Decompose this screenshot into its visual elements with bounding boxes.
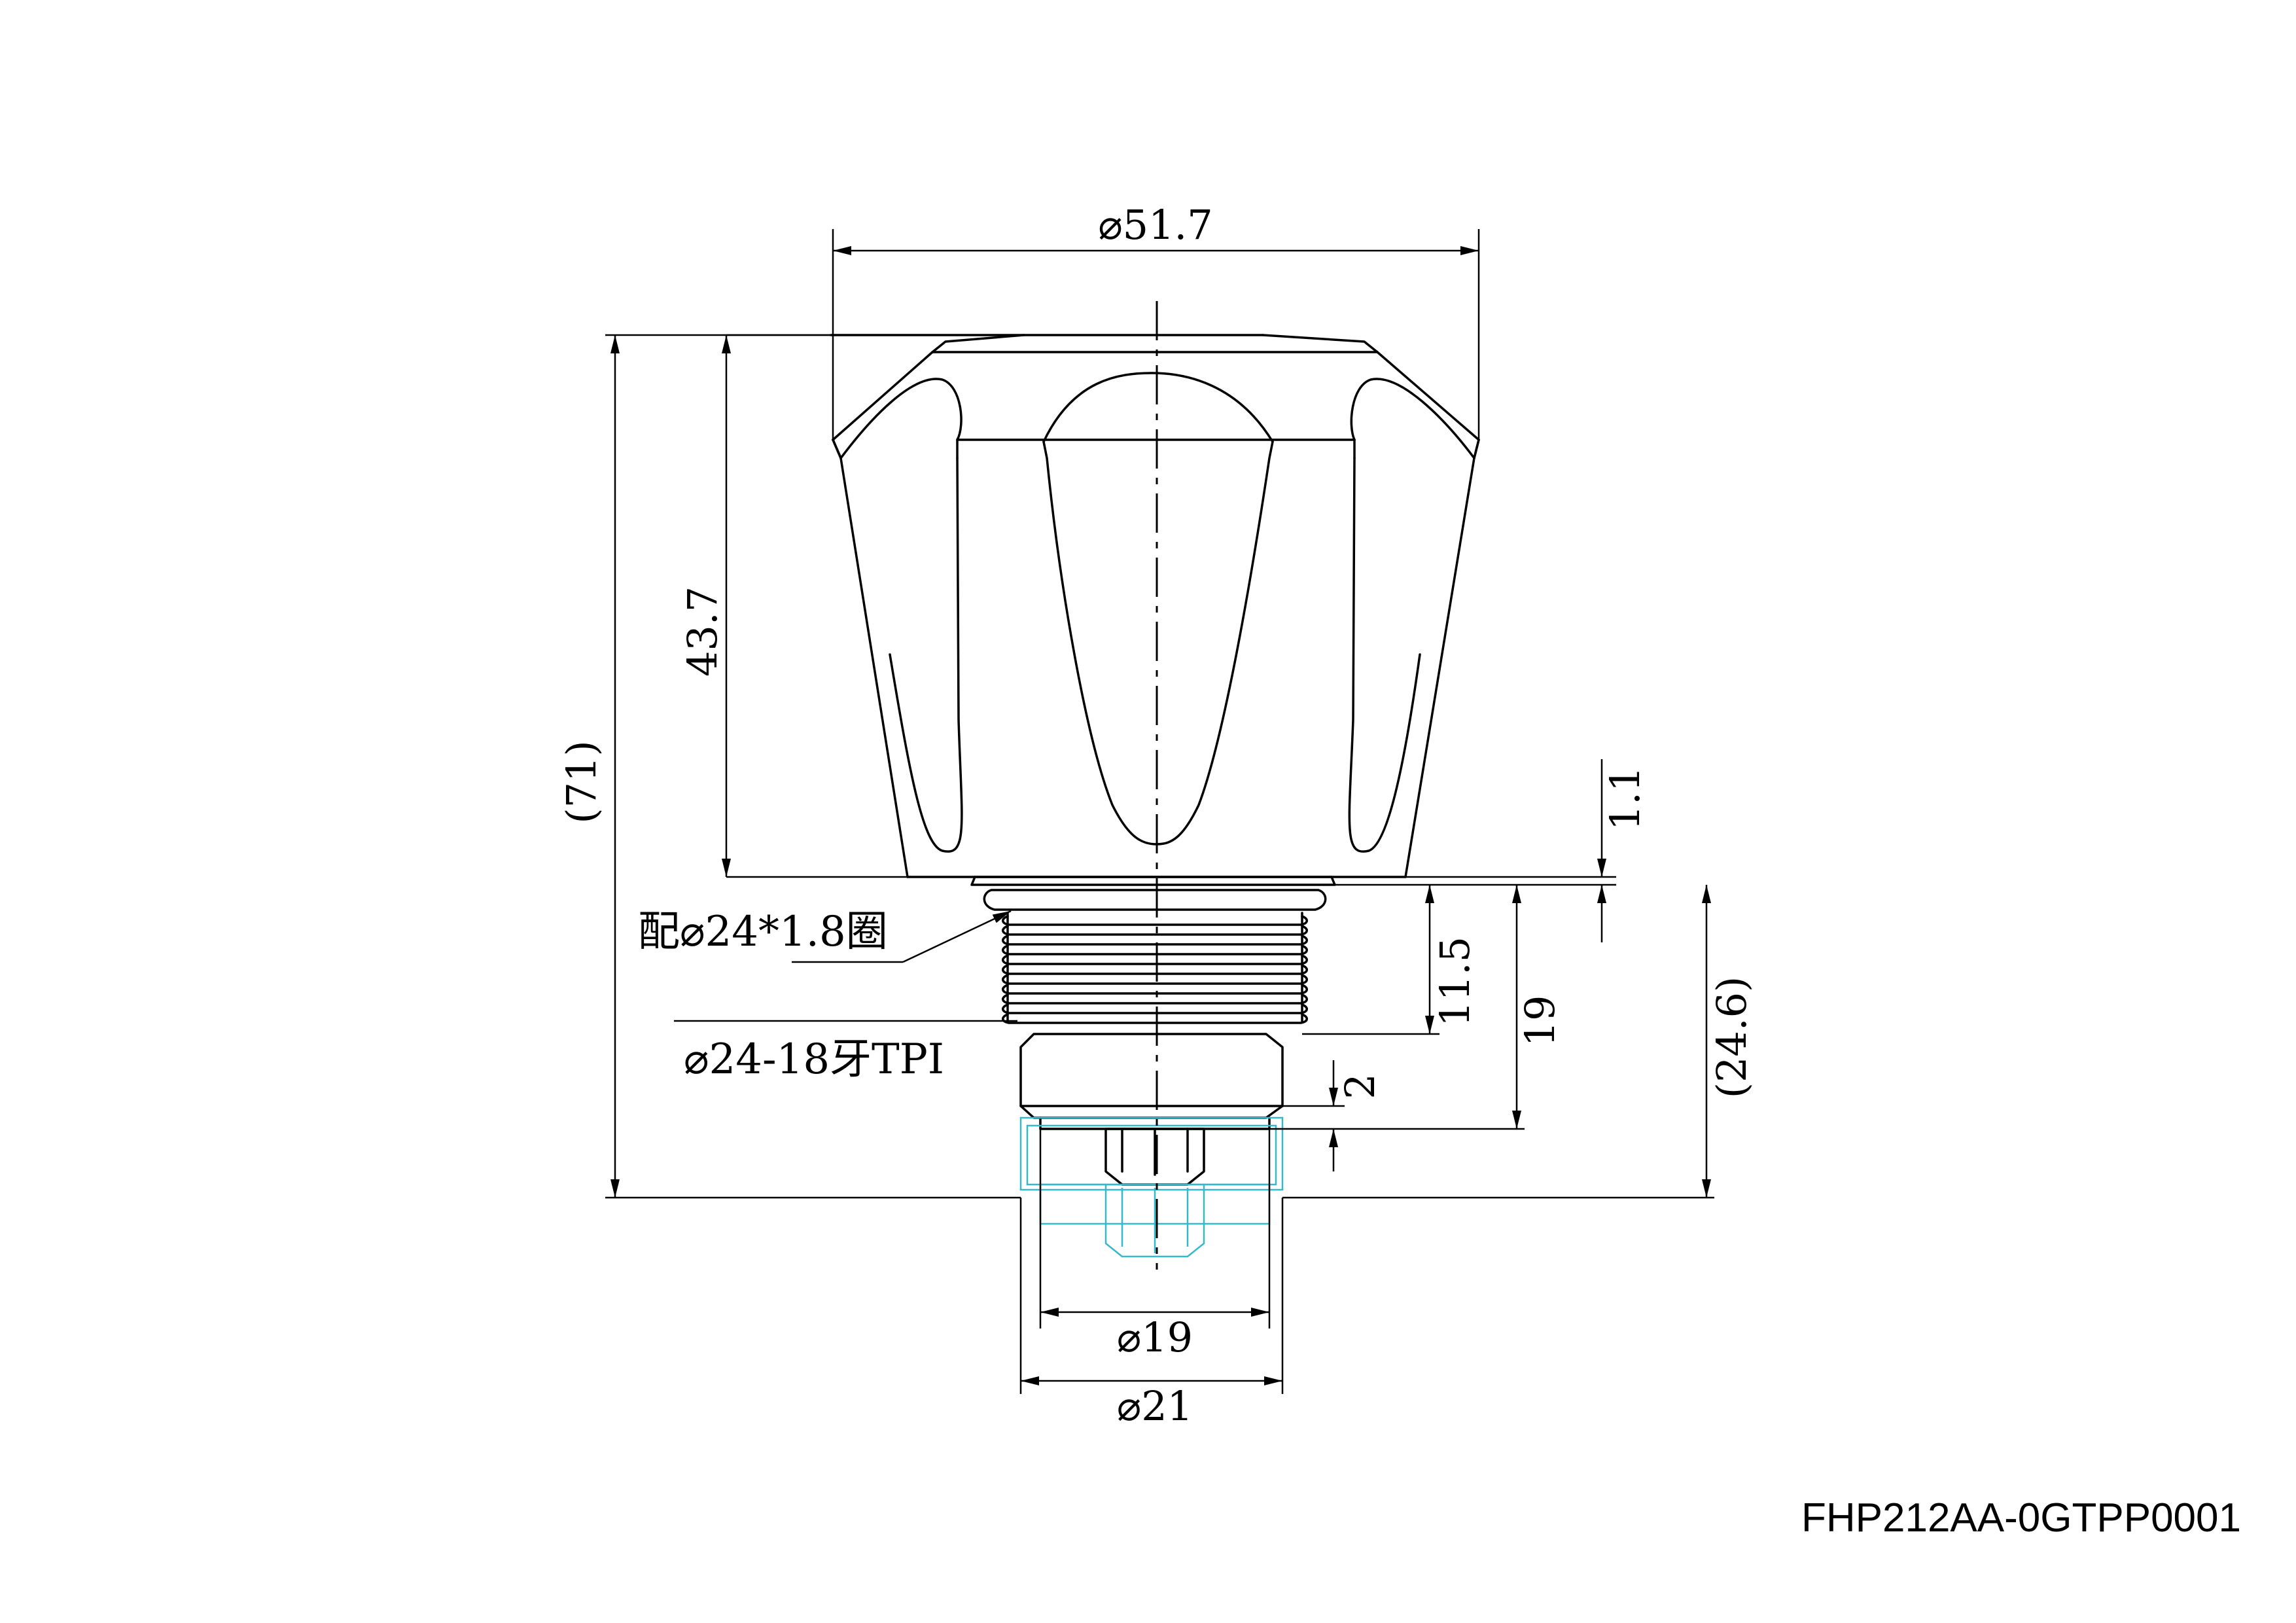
dimension-gap: 1.1	[1335, 759, 1649, 942]
thread-crest	[1002, 974, 1308, 985]
body-length-label: 19	[1516, 995, 1564, 1047]
inner-diameter-label: ⌀19	[1117, 1313, 1193, 1361]
thread-crest	[1002, 964, 1308, 975]
gap-label: 1.1	[1601, 766, 1649, 831]
dimension-inner-diameter: ⌀19	[1039, 1129, 1271, 1361]
thread-crest	[1002, 944, 1308, 955]
o-ring-note-text: 配⌀24*1.8圈	[638, 908, 888, 956]
dimension-hex-height: 2	[1282, 1060, 1384, 1171]
outer-diameter-label: ⌀21	[1117, 1382, 1193, 1430]
dimension-overall-height: (71)	[557, 334, 1021, 1199]
thread-crest	[1002, 925, 1308, 936]
hidden-parts	[1019, 1116, 1284, 1258]
dimension-body-length: 19	[1269, 885, 1564, 1130]
dimension-handle-height: 43.7	[679, 334, 908, 878]
o-ring-note: 配⌀24*1.8圈	[638, 908, 1012, 963]
thread-crest	[1002, 1003, 1308, 1014]
part-number: FHP212AA-0GTPP0001	[1801, 1495, 2241, 1541]
thread-length-label: 11.5	[1431, 936, 1479, 1027]
dimension-top-diameter: ⌀51.7	[832, 201, 1480, 440]
handle-height-label: 43.7	[679, 586, 726, 677]
dimension-outer-diameter: ⌀21	[1019, 1198, 1284, 1430]
top-diameter-label: ⌀51.7	[1098, 201, 1212, 249]
dimension-thread-length: 11.5	[1302, 885, 1479, 1035]
thread-note: ⌀24-18牙TPI	[674, 1020, 1017, 1084]
hex-height-label: 2	[1336, 1073, 1384, 1099]
thread-crest	[1002, 935, 1308, 946]
thread-body	[970, 876, 1336, 1186]
thread-crest	[1002, 915, 1308, 926]
thread-crest	[1002, 993, 1308, 1005]
thread-crest	[1002, 984, 1308, 995]
thread-crest	[1002, 954, 1308, 965]
thread-note-text: ⌀24-18牙TPI	[684, 1035, 944, 1084]
thread-crest	[1002, 1013, 1308, 1024]
dimension-bottom-height: (24.6)	[1282, 885, 1756, 1199]
bottom-height-label: (24.6)	[1708, 976, 1756, 1098]
handle-outline	[830, 334, 1480, 878]
overall-height-label: (71)	[557, 740, 605, 823]
